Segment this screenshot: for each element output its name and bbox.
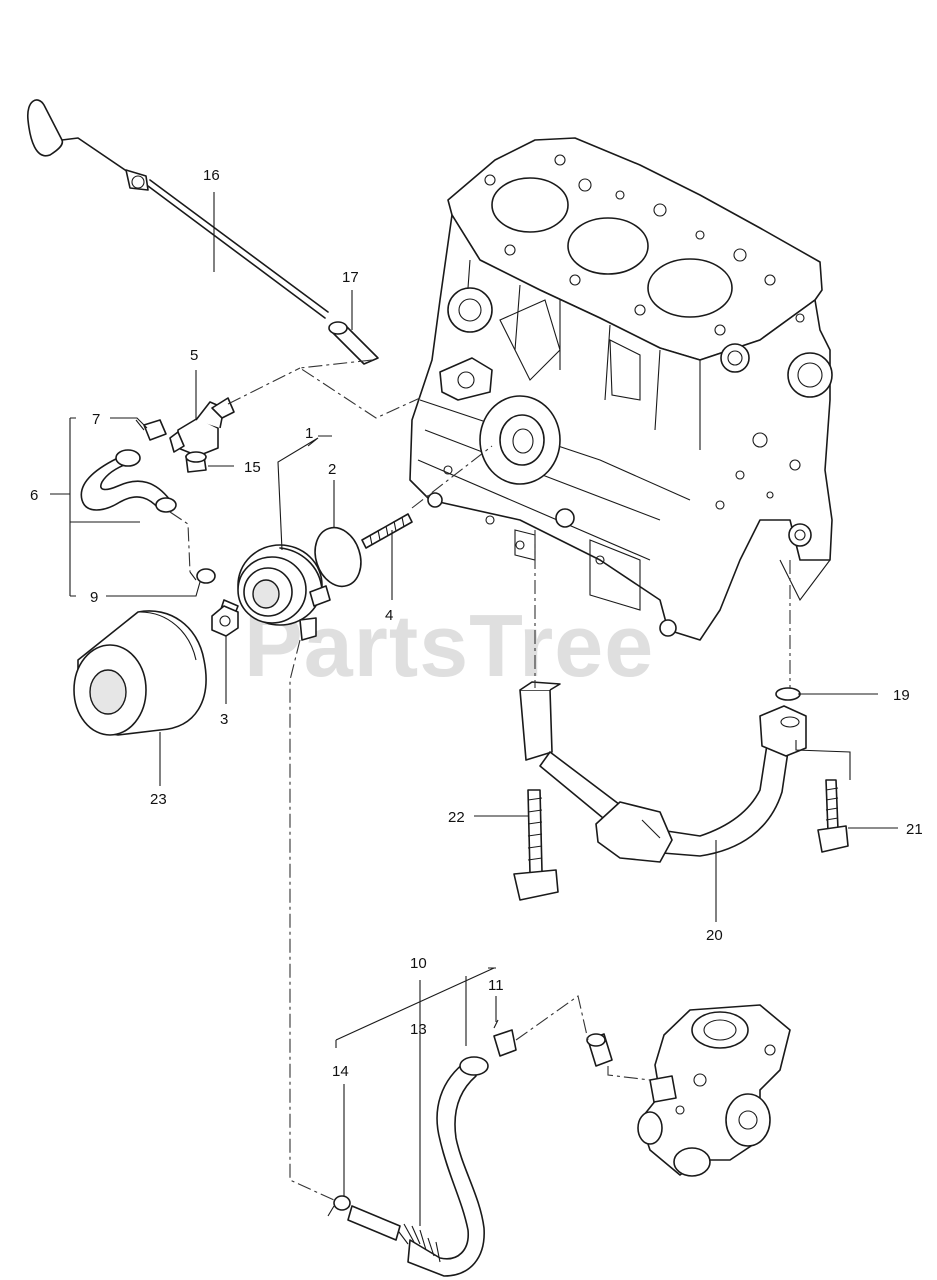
callout-3: 3 (220, 711, 228, 728)
o-ring[interactable] (308, 522, 368, 593)
callout-6: 6 (30, 487, 38, 504)
watermark-text: PartsTree (244, 596, 654, 695)
assembly-lines (169, 359, 791, 1201)
dipstick[interactable] (27, 99, 329, 319)
oil-cooler[interactable] (219, 544, 331, 641)
hose-clamp-7[interactable] (135, 419, 167, 441)
leader-lines (50, 192, 898, 1226)
callout-20: 20 (706, 927, 723, 944)
oil-pressure-switch[interactable] (169, 397, 235, 457)
callout-7: 7 (92, 411, 100, 428)
engine-block[interactable] (409, 137, 833, 641)
nut[interactable] (211, 605, 239, 637)
callout-1: 1 (305, 425, 313, 442)
oil-filter[interactable] (73, 610, 207, 736)
bolt-21[interactable] (817, 779, 849, 853)
dipstick-guide[interactable] (328, 321, 379, 365)
bolt-22[interactable] (513, 789, 559, 901)
callout-11: 11 (488, 977, 504, 994)
callout-9: 9 (90, 589, 98, 606)
water-pipe-fitting[interactable] (586, 1033, 613, 1067)
callout-19: 19 (893, 687, 910, 704)
callout-21: 21 (906, 821, 923, 838)
relief-valve-spring[interactable] (361, 513, 413, 549)
callout-23: 23 (150, 791, 167, 808)
callout-2: 2 (328, 461, 336, 478)
callout-14: 14 (332, 1063, 349, 1080)
hose-clamp-9[interactable] (189, 568, 216, 584)
callout-17: 17 (342, 269, 359, 286)
o-ring-19[interactable] (775, 687, 801, 701)
callout-10: 10 (410, 955, 427, 972)
callout-13: 13 (410, 1021, 427, 1038)
hose-clamp-14[interactable] (327, 1195, 351, 1217)
water-pump[interactable] (637, 1004, 791, 1177)
pipe-13[interactable] (347, 1205, 401, 1241)
oil-pipe[interactable] (519, 681, 807, 863)
oil-hose[interactable] (80, 449, 177, 513)
hose-clamp-11[interactable] (493, 1019, 517, 1057)
callout-labels: 16 17 5 7 1 15 2 6 9 4 3 23 19 21 22 20 … (30, 167, 923, 1080)
plug[interactable] (185, 451, 207, 473)
water-hose[interactable] (395, 1056, 489, 1277)
callout-5: 5 (190, 347, 198, 364)
callout-22: 22 (448, 809, 465, 826)
callout-4: 4 (385, 607, 393, 624)
callout-15: 15 (244, 459, 261, 476)
callout-16: 16 (203, 167, 220, 184)
